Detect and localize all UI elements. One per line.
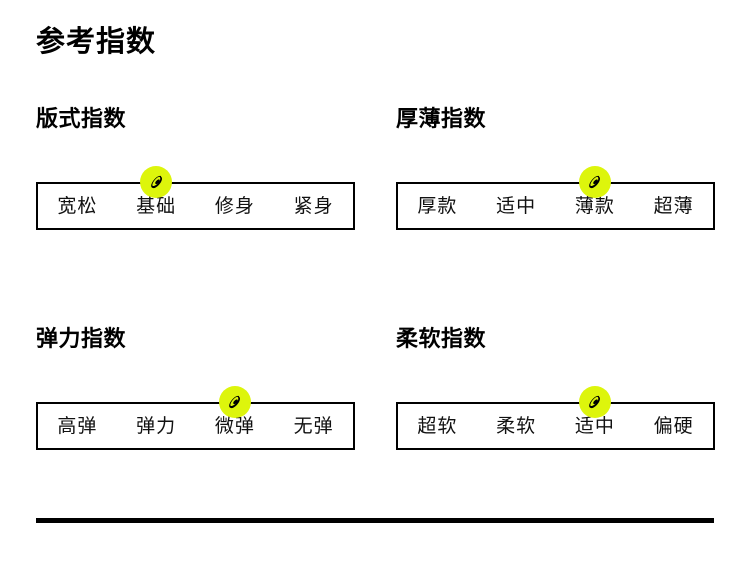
asics-spiral-logo-icon: [589, 395, 601, 408]
asics-spiral-logo-icon: [150, 175, 162, 188]
section-title-thickness: 厚薄指数: [396, 106, 487, 131]
scale-option[interactable]: 超薄: [653, 195, 694, 217]
scale-option[interactable]: 薄款: [574, 195, 615, 217]
scale-option[interactable]: 柔软: [496, 415, 537, 437]
scale-option[interactable]: 微弹: [214, 415, 255, 437]
scale-option[interactable]: 偏硬: [653, 415, 694, 437]
asics-spiral-logo-icon: [229, 395, 241, 408]
section-title-elasticity: 弹力指数: [36, 326, 127, 351]
page-title: 参考指数: [36, 26, 157, 58]
scale-marker-softness[interactable]: [578, 386, 611, 418]
index-section-thickness: 厚薄指数 厚款 适中 薄款 超薄: [396, 108, 715, 230]
index-section-softness: 柔软指数 超软 柔软 适中 偏硬: [396, 328, 715, 450]
scale-box-fit[interactable]: 宽松 基础 修身 紧身: [36, 166, 355, 230]
scale-marker-fit[interactable]: [140, 166, 173, 198]
scale-marker-thickness[interactable]: [578, 166, 611, 198]
scale-option[interactable]: 高弹: [57, 415, 98, 437]
scale-marker-elasticity[interactable]: [218, 386, 251, 418]
asics-spiral-logo-icon: [589, 175, 601, 188]
scale-option[interactable]: 适中: [496, 195, 537, 217]
section-title-softness: 柔软指数: [396, 326, 487, 351]
scale-box-elasticity[interactable]: 高弹 弹力 微弹 无弹: [36, 386, 355, 450]
scale-option[interactable]: 超软: [417, 415, 458, 437]
scale-option[interactable]: 弹力: [136, 415, 177, 437]
scale-option[interactable]: 基础: [136, 195, 177, 217]
scale-option[interactable]: 厚款: [417, 195, 458, 217]
bottom-divider: [36, 518, 714, 523]
scale-option[interactable]: 无弹: [293, 415, 334, 437]
section-title-fit: 版式指数: [36, 106, 127, 131]
index-section-elasticity: 弹力指数 高弹 弹力 微弹 无弹: [36, 328, 355, 450]
index-grid: 版式指数 宽松 基础 修身 紧身 厚薄指数 厚款 适中 薄款: [36, 108, 715, 450]
scale-box-thickness[interactable]: 厚款 适中 薄款 超薄: [396, 166, 715, 230]
scale-option[interactable]: 宽松: [57, 195, 98, 217]
scale-option[interactable]: 修身: [214, 195, 255, 217]
scale-option[interactable]: 适中: [574, 415, 615, 437]
scale-box-softness[interactable]: 超软 柔软 适中 偏硬: [396, 386, 715, 450]
index-section-fit: 版式指数 宽松 基础 修身 紧身: [36, 108, 355, 230]
scale-option[interactable]: 紧身: [293, 195, 334, 217]
